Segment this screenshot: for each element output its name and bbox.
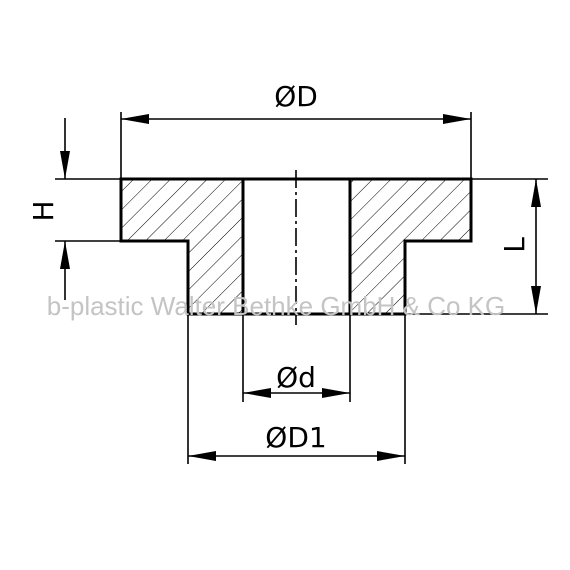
- dimension-flange-height: H: [27, 118, 121, 300]
- label-outer-diameter: ØD: [274, 80, 318, 113]
- label-flange-height: H: [27, 200, 60, 221]
- label-spigot-diameter: ØD1: [265, 421, 326, 454]
- dimension-total-length: L: [405, 178, 548, 315]
- label-total-length: L: [498, 237, 531, 253]
- watermark-text: b-plastic Walter Bethke GmbH & Co KG: [47, 291, 506, 321]
- dimension-outer-diameter: ØD: [120, 80, 472, 179]
- label-bore-diameter: Ød: [276, 361, 316, 394]
- dimension-bore-diameter: Ød: [242, 314, 351, 402]
- dimension-spigot-diameter: ØD1: [187, 314, 406, 464]
